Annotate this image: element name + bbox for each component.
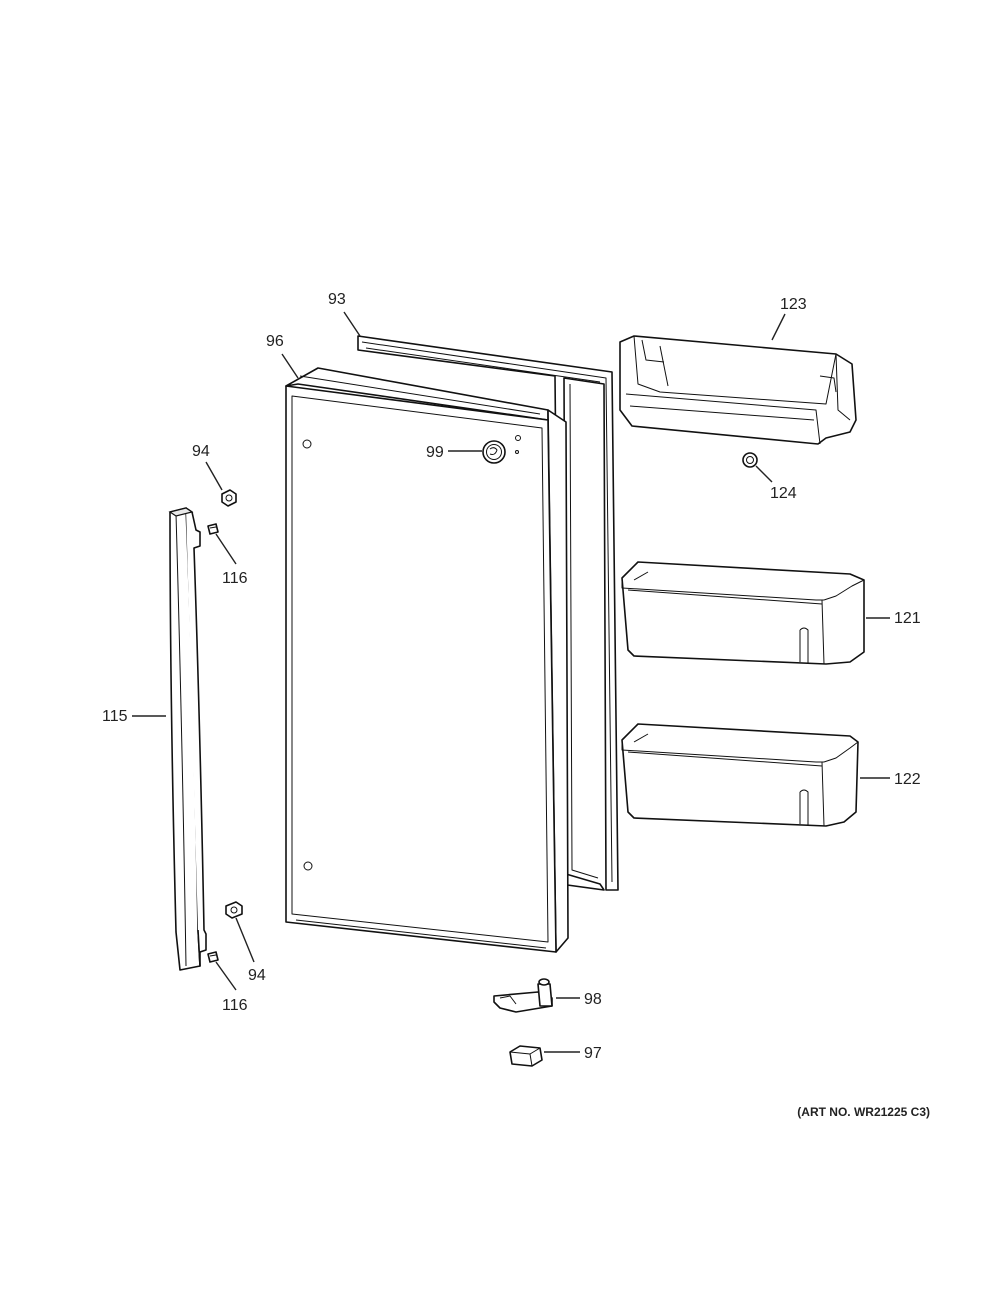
hinge-cover-part-97[interactable] [509,1045,543,1067]
logo-badge-part-99[interactable] [482,440,506,464]
door-handle-part-115[interactable] [168,507,207,971]
door-bin-part-122[interactable] [621,723,859,827]
art-number: (ART NO. WR21225 C3) [797,1105,930,1119]
handle-stud-part-94-top[interactable] [221,489,237,507]
hinge-part-98[interactable] [493,978,553,1013]
door-bin-part-121[interactable] [621,561,865,665]
handle-stud-part-94-bottom[interactable] [225,901,243,919]
callout-116-top: 116 [222,570,248,587]
callout-99: 99 [426,444,444,461]
callout-97: 97 [584,1045,602,1062]
callout-94-bottom: 94 [248,967,266,984]
callout-115: 115 [102,708,128,725]
callout-122: 122 [894,771,921,788]
callout-121: 121 [894,610,921,627]
callout-94-top: 94 [192,443,210,460]
retainer-cap-part-124[interactable] [742,452,758,468]
leader-lines [132,311,890,1053]
door-panel-part-96[interactable] [285,367,569,953]
callout-93: 93 [328,291,346,308]
dairy-bin-part-123[interactable] [619,335,857,445]
callout-123: 123 [780,296,807,313]
callout-96: 96 [266,333,284,350]
callout-98: 98 [584,991,602,1008]
callout-124: 124 [770,485,797,502]
callout-116-bottom: 116 [222,997,248,1014]
set-screw-part-116-top[interactable] [207,523,219,535]
set-screw-part-116-bottom[interactable] [207,951,219,963]
